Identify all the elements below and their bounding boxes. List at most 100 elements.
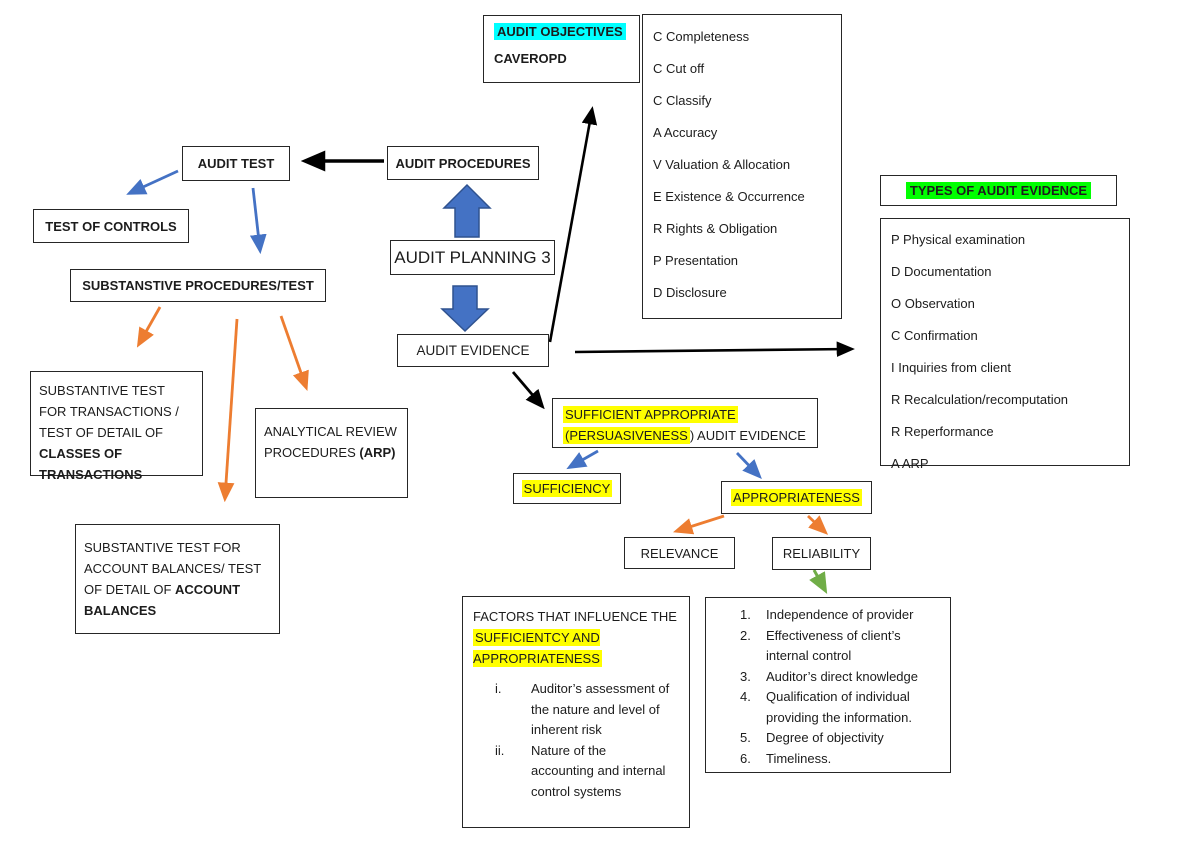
list-item: R Recalculation/recomputation [891,392,1069,407]
relevance-label: RELEVANCE [640,545,719,561]
list-item-number: 2. [740,627,751,643]
caveropd-mnemonic: CAVEROPD [494,51,567,66]
arrow-to-sufficiency [566,449,599,470]
substantive-procedures-label: SUBSTANSTIVE PROCEDURES/TEST [82,278,314,293]
list-item: 6. Timeliness. [712,749,944,770]
audit-test-label: AUDIT TEST [197,156,275,171]
factors-heading: FACTORS THAT INFLUENCE THE SUFFICIENTCY … [473,606,678,669]
list-item-number: 3. [740,668,751,684]
types-of-evidence-header-box: TYPES OF AUDIT EVIDENCE [880,175,1117,206]
sufficient-appropriate-line2: (PERSUASIVENESS) AUDIT EVIDENCE [563,425,807,446]
factors-highlight: SUFFICIENTCY AND APPROPRIATENESS [473,629,602,667]
substantive-transactions-bold: CLASSES OF TRANSACTIONS [39,446,143,482]
sufficiency-box: SUFFICIENCY [513,473,621,504]
test-of-controls-box: TEST OF CONTROLS [33,209,189,243]
sufficiency-label: SUFFICIENCY [521,480,613,497]
arrow-substantive-to-arp [279,315,309,391]
list-item-text: Auditor’s direct knowledge [766,668,918,684]
list-item: E Existence & Occurrence [653,189,805,204]
analytical-review-bold: (ARP) [359,445,396,460]
arrow-evidence-to-sufficient [511,371,545,410]
appropriateness-label: APPROPRIATENESS [731,489,862,506]
relevance-box: RELEVANCE [624,537,735,569]
list-item-text: Qualification of individual providing th… [766,689,912,725]
arrow-evidence-to-objectives [548,106,598,343]
audit-procedures-box: AUDIT PROCEDURES [387,146,539,180]
test-of-controls-label: TEST OF CONTROLS [45,218,177,234]
sufficient-appropriate-box: SUFFICIENT APPROPRIATE (PERSUASIVENESS) … [552,398,818,448]
list-item: 3. Auditor’s direct knowledge [712,667,944,688]
arrow-evidence-to-types [574,341,855,357]
factors-item-text: Auditor’s assessment of the nature and l… [531,681,670,737]
list-item: C Completeness [653,29,750,44]
list-item: D Disclosure [653,285,727,300]
substantive-transactions-box: SUBSTANTIVE TEST FOR TRANSACTIONS / TEST… [30,371,203,482]
list-item-text: Independence of provider [766,607,914,622]
substantive-balances-text: SUBSTANTIVE TEST FOR ACCOUNT BALANCES/ T… [84,540,261,597]
appropriateness-box: APPROPRIATENESS [721,481,872,514]
list-item-text: Effectiveness of client’s internal contr… [766,627,901,664]
factors-item-number: ii. [495,742,505,758]
reliability-factors-box: 1. Independence of provider 2. Effective… [705,597,951,773]
list-item: 1. Independence of provider [712,605,944,626]
audit-test-box: AUDIT TEST [182,146,290,181]
arrow-substantive-to-transactions [136,306,162,348]
assertions-list-box: C Completeness C Cut off C Classify A Ac… [642,14,842,319]
audit-procedures-label: AUDIT PROCEDURES [395,155,531,171]
list-item: 2. Effectiveness of client’s internal co… [712,626,944,667]
factors-item-number: i. [495,681,502,696]
list-item: A Accuracy [653,125,718,140]
audit-planning-label: AUDIT PLANNING 3 [394,247,551,267]
factors-box: FACTORS THAT INFLUENCE THE SUFFICIENTCY … [462,596,690,828]
substantive-balances-box: SUBSTANTIVE TEST FOR ACCOUNT BALANCES/ T… [75,524,280,634]
analytical-review-box: ANALYTICAL REVIEW PROCEDURES (ARP) [255,408,408,498]
factors-item: ii. Nature of the accounting and interna… [473,741,679,803]
substantive-procedures-box: SUBSTANSTIVE PROCEDURES/TEST [70,269,326,302]
list-item: O Observation [891,296,975,311]
audit-evidence-label: AUDIT EVIDENCE [416,343,530,358]
arrow-to-relevance [672,514,725,535]
list-item-number: 1. [740,607,751,622]
list-item: R Reperformance [891,424,994,439]
factors-item: i. Auditor’s assessment of the nature an… [473,679,679,741]
list-item: C Classify [653,93,712,108]
persuasiveness-highlight: (PERSUASIVENESS [563,427,690,444]
sufficient-appropriate-highlight: SUFFICIENT APPROPRIATE [563,406,738,423]
list-item: R Rights & Obligation [653,221,778,236]
audit-evidence-box: AUDIT EVIDENCE [397,334,549,367]
list-item: C Confirmation [891,328,978,343]
sufficient-appropriate-line1: SUFFICIENT APPROPRIATE [563,404,807,425]
list-item: P Presentation [653,253,739,268]
arrow-to-reliability [807,514,829,535]
factors-item-text: Nature of the accounting and internal co… [531,742,666,799]
analytical-review-text: ANALYTICAL REVIEW PROCEDURES [264,424,397,460]
persuasiveness-rest: ) AUDIT EVIDENCE [689,428,806,443]
list-item-number: 4. [740,689,751,704]
reliability-box: RELIABILITY [772,537,871,570]
list-item: I Inquiries from client [891,360,1011,375]
audit-objectives-label: AUDIT OBJECTIVES [494,23,626,40]
audit-planning-box: AUDIT PLANNING 3 [390,240,555,275]
list-item-number: 5. [740,730,751,745]
audit-objectives-title: AUDIT OBJECTIVES [494,23,629,40]
list-item-text: Timeliness. [766,750,832,766]
block-arrow-up-icon [442,183,492,238]
types-of-evidence-list-box: P Physical examination D Documentation O… [880,218,1130,471]
substantive-transactions-text: SUBSTANTIVE TEST FOR TRANSACTIONS / TEST… [39,383,179,440]
reliability-label: RELIABILITY [782,546,861,561]
types-of-evidence-label: TYPES OF AUDIT EVIDENCE [905,182,1092,199]
list-item: P Physical examination [891,232,1026,247]
list-item: A ARP [891,456,929,471]
arrow-substantive-to-balances [217,318,239,503]
list-item: 4. Qualification of individual providing… [712,687,944,728]
block-arrow-down-icon [440,285,490,333]
arrow-audit-test-to-substantive [249,187,267,255]
list-item: D Documentation [891,264,992,279]
list-item: C Cut off [653,61,705,76]
list-item: V Valuation & Allocation [653,157,791,172]
factors-intro: FACTORS THAT INFLUENCE THE [473,609,677,624]
list-item-text: Degree of objectivity [766,730,884,745]
substantive-balances-bold: ACCOUNT BALANCES [84,582,241,618]
